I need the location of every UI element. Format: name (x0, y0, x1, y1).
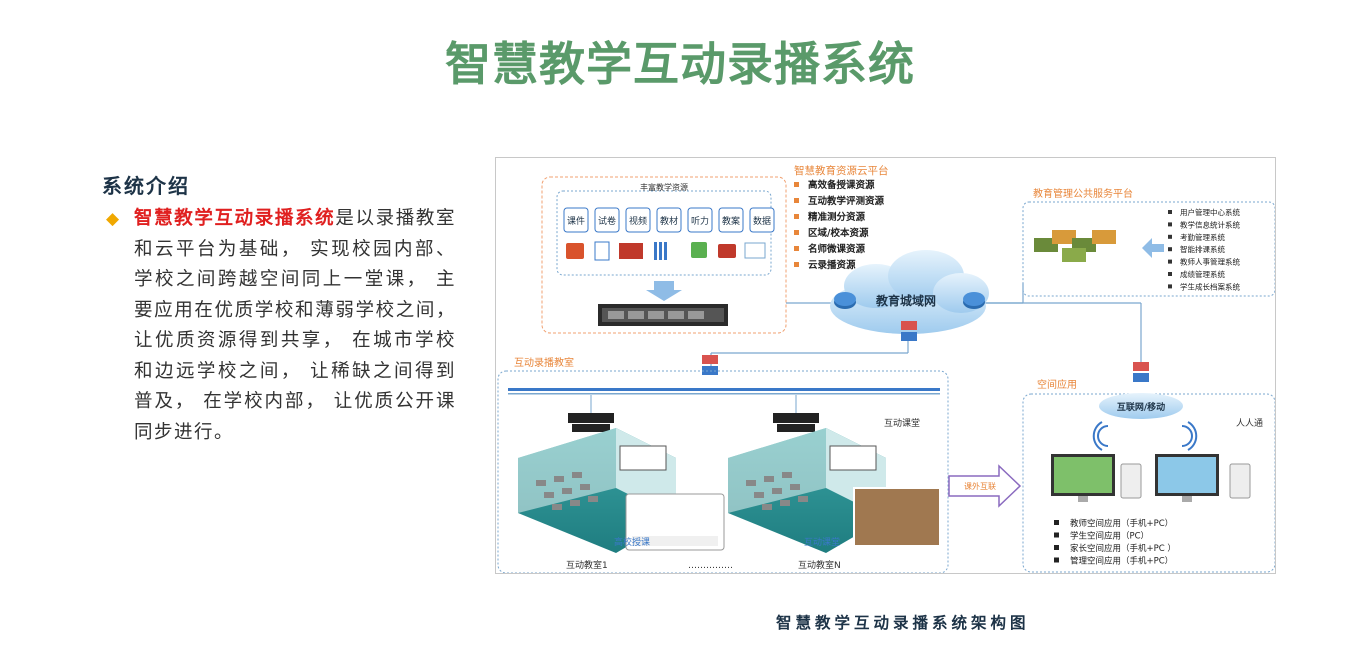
resource-tag-label: 数据 (753, 215, 771, 227)
extra-link-arrow (948, 464, 1022, 508)
space-app-item: 教师空间应用（手机+PC） (1054, 518, 1173, 529)
space-app-list: 教师空间应用（手机+PC） 学生空间应用（PC）家长空间应用（手机+PC ） 管理空… (1054, 518, 1176, 567)
management-box (1022, 201, 1275, 297)
intro-text: 是以录播教室和云平台为基础， 实现校园内部、 学校之间跨越空间同上一堂课， 主要… (134, 208, 456, 443)
people-label: 人人通 (1236, 418, 1263, 429)
resource-tag-label: 教材 (660, 215, 678, 227)
cloud-platform-item: 精准测分资源 (794, 211, 866, 223)
space-app-label: 教师空间应用（手机+PC） (1070, 518, 1173, 529)
space-app-label: 学生空间应用（PC） (1070, 531, 1149, 542)
internet-label: 互联网/移动 (1117, 401, 1165, 413)
management-item-label: 考勤管理系统 (1180, 232, 1225, 242)
classroom-a: 高校授课 (518, 428, 725, 553)
management-item-label: 学生成长档案系统 (1180, 281, 1240, 291)
classroom-b: 互动课堂 (728, 428, 941, 553)
resource-tag: 听力 (687, 207, 713, 233)
management-item: 成绩管理系统 (1168, 269, 1225, 279)
space-app-item: 管理空间应用（手机+PC） (1054, 556, 1173, 567)
architecture-diagram: 丰富教学资源 课件试卷视频教材听力教案数据 智慧教育资源云平台 高效备授课资源互… (495, 157, 1276, 574)
management-title: 教育管理公共服务平台 (1033, 187, 1133, 200)
management-items: 用户管理中心系统教学信息统计系统考勤管理系统智能排课系统教师人事管理系统成绩管理… (1168, 207, 1240, 291)
management-item: 学生成长档案系统 (1168, 281, 1240, 291)
space-app-item: 学生空间应用（PC） (1054, 531, 1149, 542)
management-item: 教师人事管理系统 (1168, 257, 1240, 267)
resources-box (541, 176, 787, 334)
resource-icons (566, 241, 766, 261)
cloud-platform-title: 智慧教育资源云平台 (794, 164, 889, 177)
management-item-label: 智能排课系统 (1180, 244, 1225, 254)
intro-highlight: 智慧教学互动录播系统 (134, 208, 336, 229)
management-item: 智能排课系统 (1168, 244, 1225, 254)
management-item-label: 用户管理中心系统 (1180, 207, 1240, 217)
room-b-screen-label: 互动课堂 (804, 536, 840, 548)
resource-tag-label: 教案 (722, 215, 740, 227)
education-network-cloud: 教育城域网 (830, 250, 989, 334)
router-icon (834, 292, 985, 309)
wifi-icon (1092, 421, 1198, 451)
database-icon (1034, 230, 1116, 262)
resource-tags: 课件 试卷 视频 教材 听力 教案 数据 (563, 207, 775, 233)
management-item-label: 教学信息统计系统 (1180, 219, 1240, 229)
recorder-icon (568, 413, 819, 432)
space-app-item: 家长空间应用（手机+PC ） (1054, 543, 1176, 554)
extra-link-label: 课外互联 (964, 481, 996, 491)
resource-tag: 数据 (749, 207, 775, 233)
resource-tag: 教案 (718, 207, 744, 233)
cloud-platform-item: 互动教学评测资源 (794, 195, 885, 207)
space-app-label: 管理空间应用（手机+PC） (1070, 556, 1173, 567)
resource-tag: 视频 (625, 207, 651, 233)
resource-tag-label: 视频 (629, 215, 647, 227)
management-item-label: 教师人事管理系统 (1180, 257, 1240, 267)
cloud-platform-item: 区域/校本资源 (794, 227, 869, 239)
cloud-platform-item-label: 高效备授课资源 (808, 179, 875, 191)
network-label: 教育城域网 (875, 293, 936, 308)
resource-tag: 试卷 (594, 207, 620, 233)
cloud-platform-item: 名师微课资源 (794, 243, 866, 255)
classroom-title: 互动录播教室 (514, 356, 574, 369)
classroom-box (497, 370, 949, 573)
monitor-icon (1051, 454, 1251, 502)
room-a-label: 互动教室1 (566, 559, 608, 571)
management-item: 用户管理中心系统 (1168, 207, 1240, 217)
resource-tag-label: 试卷 (598, 215, 616, 227)
resource-tag: 教材 (656, 207, 682, 233)
cloud-platform-item-label: 云录播资源 (808, 259, 856, 271)
interactive-class-label: 互动课堂 (884, 417, 920, 429)
cloud-platform-item-label: 名师微课资源 (808, 243, 866, 255)
resources-title: 丰富教学资源 (640, 182, 688, 192)
diamond-bullet-icon: ◆ (106, 209, 121, 229)
intro-heading: 系统介绍 (102, 174, 190, 198)
room-dots: …………… (688, 561, 733, 571)
management-item: 教学信息统计系统 (1168, 219, 1240, 229)
cloud-platform-item-label: 互动教学评测资源 (808, 195, 885, 207)
room-a-screen-label: 高校授课 (614, 536, 650, 548)
cloud-platform-item-label: 精准测分资源 (808, 211, 866, 223)
cloud-platform-item-label: 区域/校本资源 (808, 227, 869, 239)
intro-paragraph: ◆ 智慧教学互动录播系统是以录播教室和云平台为基础， 实现校园内部、 学校之间跨… (106, 204, 456, 448)
resource-tag-label: 课件 (567, 215, 585, 227)
management-item: 考勤管理系统 (1168, 232, 1225, 242)
cloud-platform-item: 云录播资源 (794, 259, 856, 271)
room-b-label: 互动教室N (798, 559, 841, 571)
figure-caption: 智慧教学互动录播系统架构图 (776, 614, 1030, 632)
page-title: 智慧教学互动录播系统 (445, 37, 915, 91)
arrow-left-icon (1142, 238, 1164, 258)
space-app-label: 家长空间应用（手机+PC ） (1070, 543, 1176, 554)
management-item-label: 成绩管理系统 (1180, 269, 1225, 279)
cloud-platform-item: 高效备授课资源 (794, 179, 875, 191)
resource-tag: 课件 (563, 207, 589, 233)
internet-cloud (1099, 393, 1183, 419)
resource-tag-label: 听力 (691, 215, 709, 227)
space-title: 空间应用 (1037, 378, 1077, 391)
